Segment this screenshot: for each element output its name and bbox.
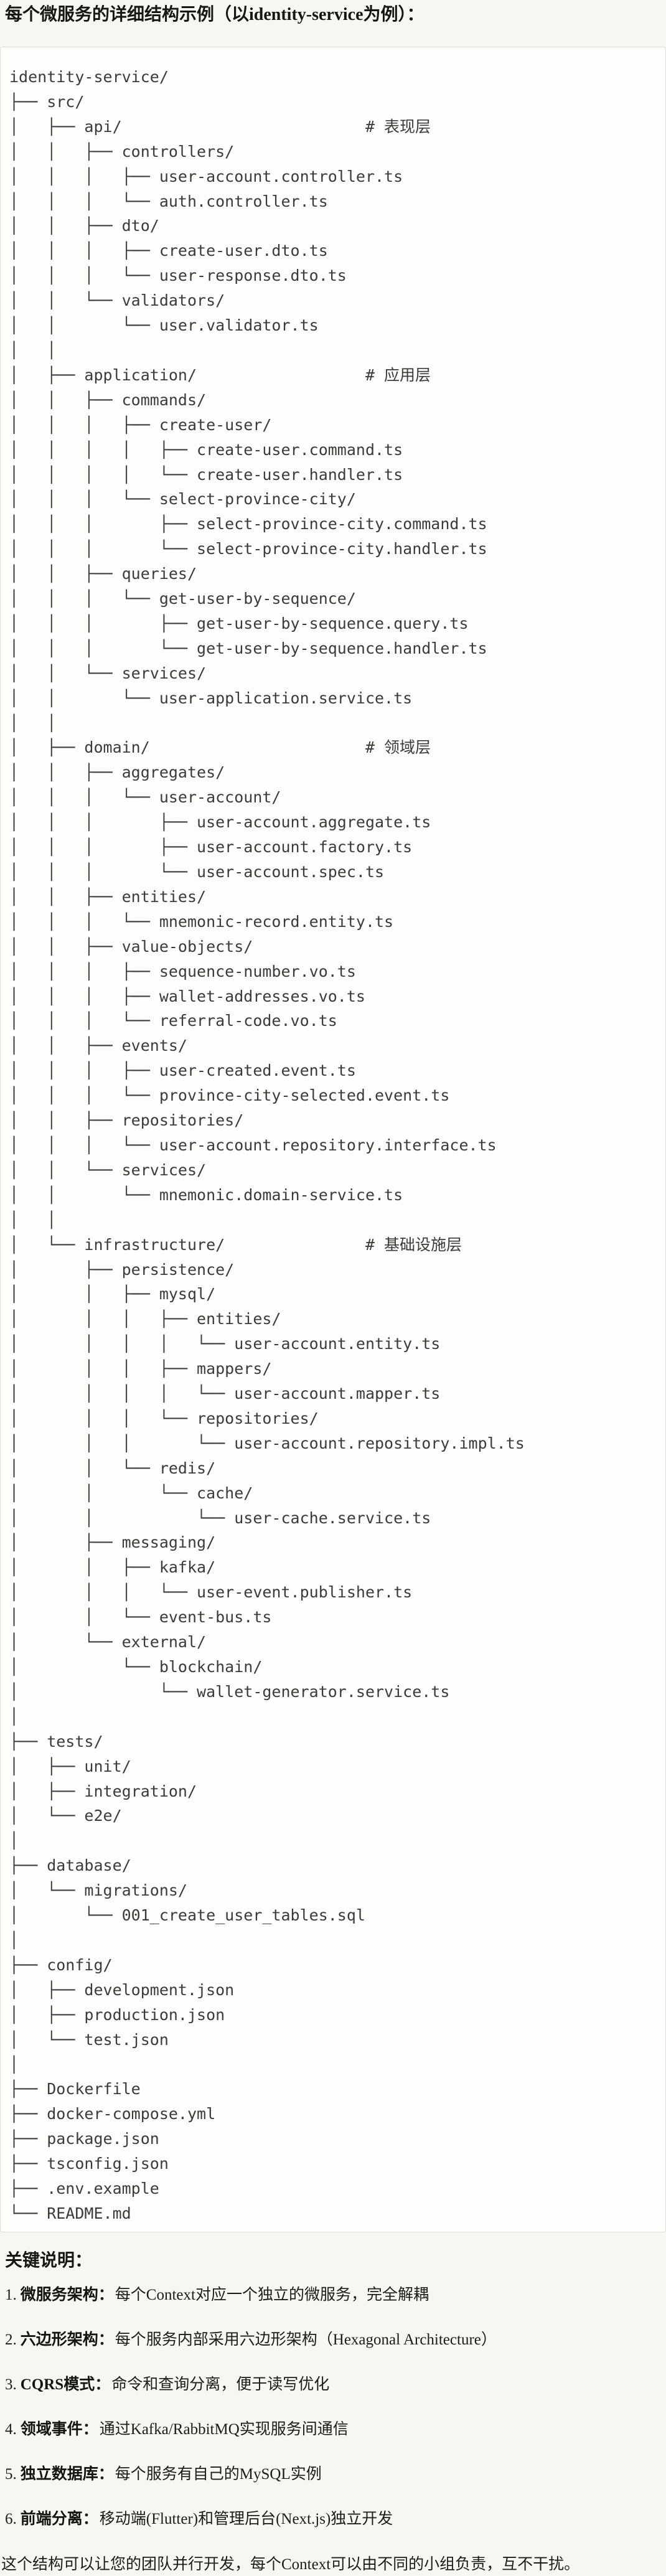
note-separator: ： xyxy=(82,2420,98,2438)
note-desc: 每个服务内部采用六边形架构（Hexagonal Architecture） xyxy=(115,2331,497,2348)
note-separator: ： xyxy=(98,2465,114,2483)
note-term: CQRS模式 xyxy=(20,2376,95,2393)
note-separator: ： xyxy=(95,2376,111,2393)
note-number: 5. xyxy=(5,2465,17,2483)
note-number: 3. xyxy=(5,2376,17,2393)
note-item-microservices: 1.微服务架构：每个Context对应一个独立的微服务，完全解耦 xyxy=(5,2285,661,2306)
directory-tree-code-block: identity-service/ ├── src/ │ ├── api/ # … xyxy=(0,47,666,2232)
note-term: 前端分离 xyxy=(20,2510,83,2527)
note-number: 6. xyxy=(5,2510,17,2527)
notes-heading: 关键说明： xyxy=(5,2250,93,2270)
note-number: 1. xyxy=(5,2286,17,2303)
note-item-database: 5.独立数据库：每个服务有自己的MySQL实例 xyxy=(5,2464,661,2485)
note-desc: 每个Context对应一个独立的微服务，完全解耦 xyxy=(115,2286,429,2303)
note-term: 领域事件 xyxy=(20,2420,83,2438)
note-item-frontend: 6.前端分离：移动端(Flutter)和管理后台(Next.js)独立开发 xyxy=(5,2509,661,2530)
note-number: 2. xyxy=(5,2331,17,2348)
note-item-domain-events: 4.领域事件：通过Kafka/RabbitMQ实现服务间通信 xyxy=(5,2419,661,2440)
notes-list: 1.微服务架构：每个Context对应一个独立的微服务，完全解耦 2.六边形架构… xyxy=(5,2285,661,2530)
document-content: 每个微服务的详细结构示例（以identity-service为例）： ident… xyxy=(0,4,666,2576)
note-separator: ： xyxy=(98,2286,114,2303)
note-term: 六边形架构 xyxy=(20,2331,98,2348)
note-desc: 移动端(Flutter)和管理后台(Next.js)独立开发 xyxy=(99,2510,393,2527)
note-item-hexagonal: 2.六边形架构：每个服务内部采用六边形架构（Hexagonal Architec… xyxy=(5,2329,661,2351)
page-title: 每个微服务的详细结构示例（以identity-service为例）： xyxy=(5,5,424,24)
directory-tree: identity-service/ ├── src/ │ ├── api/ # … xyxy=(9,68,525,2222)
note-desc: 每个服务有自己的MySQL实例 xyxy=(115,2465,322,2483)
note-item-cqrs: 3.CQRS模式：命令和查询分离，便于读写优化 xyxy=(5,2374,661,2395)
closing-paragraph: 这个结构可以让您的团队并行开发，每个Context可以由不同的小组负责，互不干扰… xyxy=(1,2555,580,2573)
note-number: 4. xyxy=(5,2420,17,2438)
note-desc: 通过Kafka/RabbitMQ实现服务间通信 xyxy=(99,2420,349,2438)
note-separator: ： xyxy=(82,2510,98,2527)
note-desc: 命令和查询分离，便于读写优化 xyxy=(111,2376,330,2393)
note-term: 微服务架构 xyxy=(20,2286,98,2303)
note-term: 独立数据库 xyxy=(20,2465,98,2483)
note-separator: ： xyxy=(98,2331,114,2348)
